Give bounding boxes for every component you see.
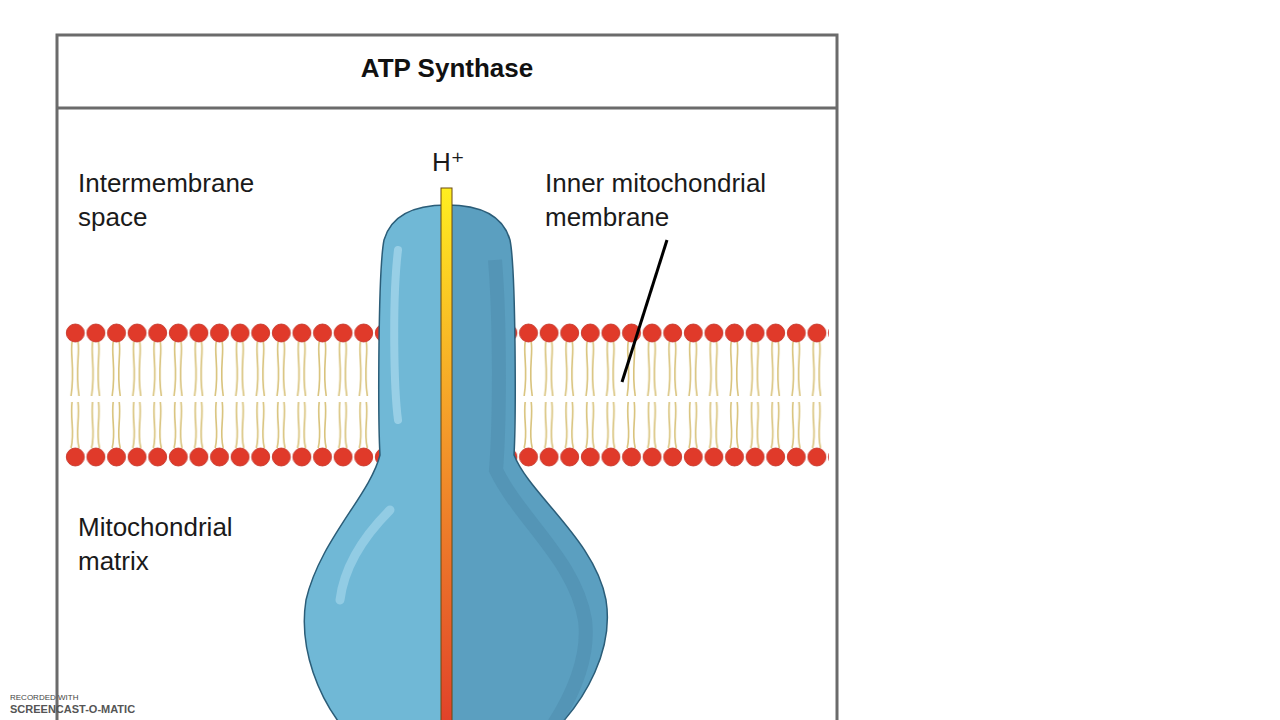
region-label: Mitochondrial matrix — [78, 511, 308, 579]
watermark-text: RECORDED WITH — [10, 694, 78, 702]
membrane-label: Inner mitochondrial membrane — [545, 167, 830, 235]
leader-line — [622, 240, 667, 382]
atp-synthase-protein — [304, 188, 607, 720]
diagram-title: ATP Synthase — [57, 52, 837, 86]
diagram-frame — [57, 35, 837, 720]
watermark-text: SCREENCAST-O-MATIC — [10, 704, 135, 715]
region-label: Intermembrane space — [78, 167, 328, 235]
ion-label: H⁺ — [432, 146, 465, 180]
title-rule — [57, 107, 837, 110]
